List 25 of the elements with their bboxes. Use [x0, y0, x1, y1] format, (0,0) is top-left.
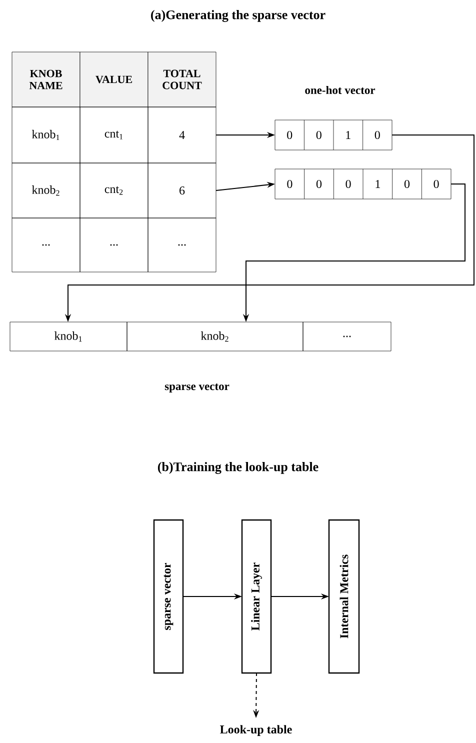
table-cell: ... [148, 218, 216, 272]
section-title: (a)Generating the sparse vector [151, 10, 326, 22]
table-cell: 4 [148, 106, 216, 164]
header-cell: KNOB NAME [12, 52, 80, 108]
layer-box: Internal Metrics [328, 519, 360, 674]
caption-label: sparse vector [164, 384, 230, 392]
table-cell: knob$_{2}$ [12, 162, 80, 218]
caption-label: one-hot vector [305, 86, 376, 94]
table-cell: knob$_{2}$ [126, 322, 304, 352]
table-cell: ... [302, 322, 392, 352]
layer-box: sparse vector [153, 519, 184, 674]
header-cell: VALUE [80, 52, 148, 108]
header-cell: TOTAL COUNT [148, 52, 216, 108]
layer-box: Linear Layer [241, 519, 272, 674]
table-cell: ... [12, 218, 80, 272]
output-label: Look-up table [220, 725, 292, 736]
table-cell: cnt$_{1}$ [80, 106, 148, 164]
one-hot-vector: 0 0 0 1 0 0 [274, 168, 452, 200]
table-cell: cnt$_{2}$ [80, 162, 148, 218]
table-cell: knob$_{1}$ [10, 322, 128, 352]
table-cell: 6 [148, 162, 216, 218]
table-cell: ... [80, 218, 148, 272]
one-hot-vector: 0 0 1 0 [274, 120, 392, 150]
table-cell: knob$_{1}$ [12, 106, 80, 164]
section-title: (b)Training the look-up table [158, 462, 318, 474]
